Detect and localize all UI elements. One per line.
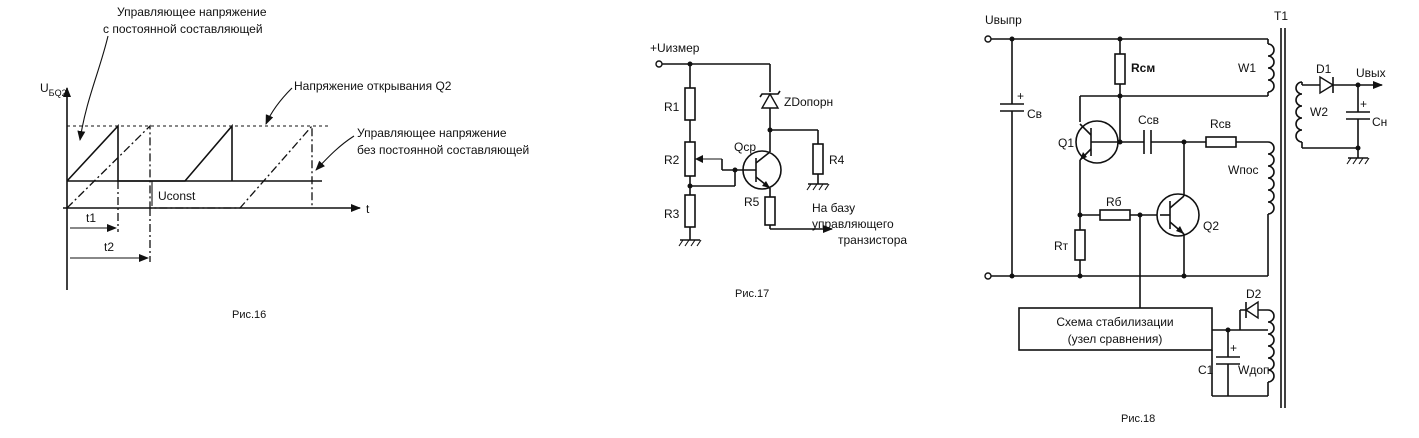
figure-16: UБQ2 t Uconst t1 t2 Управляющее напряжен… xyxy=(40,5,529,321)
label-r1: R1 xyxy=(664,100,680,114)
ground-symbol-r4 xyxy=(806,183,830,191)
resistor-r1 xyxy=(684,87,696,121)
terminal-uizmer xyxy=(655,60,663,68)
caption-fig16: Рис.16 xyxy=(232,309,266,321)
label-rsm: Rсм xyxy=(1131,61,1155,75)
text: + xyxy=(1360,97,1367,111)
transistor-q2 xyxy=(1156,193,1200,237)
label-w1: W1 xyxy=(1238,61,1256,75)
terminal-plus xyxy=(984,35,992,43)
label-c1: C1 xyxy=(1198,363,1214,377)
resistor-r5 xyxy=(764,196,776,226)
figure-17: +Uизмер R1 R2 R3 xyxy=(650,41,907,300)
zener-diode xyxy=(759,90,781,109)
junction xyxy=(1181,273,1187,279)
winding-wpos xyxy=(1267,141,1275,215)
t1-label: t1 xyxy=(86,211,96,225)
resistor-r3 xyxy=(684,194,696,228)
label-rsv: Rсв xyxy=(1210,117,1231,131)
text: + xyxy=(1230,341,1237,355)
resistor-rb xyxy=(1099,209,1131,221)
label-cn: Cн xyxy=(1372,115,1387,129)
label-qcp: Qср xyxy=(734,140,756,154)
label-control-dc-2: с постоянной составляющей xyxy=(103,22,263,36)
pointer-open-q2 xyxy=(265,87,293,125)
label-out-3: транзистора xyxy=(838,233,907,247)
label-stab-2: (узел сравнения) xyxy=(1068,332,1163,346)
junction xyxy=(732,167,738,173)
winding-wdop xyxy=(1267,309,1275,383)
label-d1: D1 xyxy=(1316,62,1332,76)
label-r2: R2 xyxy=(664,153,680,167)
label-zd: ZDопорн xyxy=(784,95,833,109)
stabilization-block xyxy=(1018,307,1213,351)
label-t1: T1 xyxy=(1274,9,1288,23)
t2-label: t2 xyxy=(104,240,114,254)
ground-symbol-out xyxy=(1346,157,1370,165)
label-d2: D2 xyxy=(1246,287,1262,301)
label-control-dc-1: Управляющее напряжение xyxy=(117,5,267,19)
label-q1: Q1 xyxy=(1058,136,1074,150)
resistor-rsm xyxy=(1114,53,1126,85)
junction xyxy=(1077,273,1083,279)
axis-y-label: UБQ2 xyxy=(40,81,67,98)
label-w2: W2 xyxy=(1310,105,1328,119)
axis-x-label: t xyxy=(366,202,370,216)
resistor-r4 xyxy=(812,143,824,175)
winding-w2 xyxy=(1295,81,1303,143)
label-rb: Rб xyxy=(1106,195,1122,209)
ground-symbol xyxy=(678,239,702,247)
label-out-2: управляющего xyxy=(812,217,894,231)
label-uvypr: Uвыпр xyxy=(985,13,1022,27)
transistor-qcp xyxy=(721,150,782,190)
label-r4: R4 xyxy=(829,153,845,167)
terminal-minus xyxy=(984,272,992,280)
label-stab-1: Схема стабилизации xyxy=(1056,315,1173,329)
pointer-control-dc xyxy=(77,35,109,141)
label-out-1: На базу xyxy=(812,201,855,215)
label-open-q2: Напряжение открывания Q2 xyxy=(294,79,452,93)
caption-fig18: Рис.18 xyxy=(1121,413,1155,425)
sawtooth-without-dc xyxy=(66,124,313,209)
uconst-label: Uconst xyxy=(158,189,196,203)
junction xyxy=(1355,145,1361,151)
label-wdop: Wдоп xyxy=(1238,363,1270,377)
label-rt: Rт xyxy=(1054,239,1069,253)
label-csv: Cсв xyxy=(1138,113,1159,127)
junction xyxy=(1009,273,1015,279)
label-q2: Q2 xyxy=(1203,219,1219,233)
label-uizmer: +Uизмер xyxy=(650,41,700,55)
label-control-nodc-1: Управляющее напряжение xyxy=(357,126,507,140)
resistor-rsv xyxy=(1205,136,1237,148)
resistor-r2 xyxy=(684,141,696,177)
label-wpos: Wпос xyxy=(1228,163,1259,177)
label-cv: Cв xyxy=(1027,107,1042,121)
diode-d1 xyxy=(1319,75,1335,95)
label-r3: R3 xyxy=(664,207,680,221)
caption-fig17: Рис.17 xyxy=(735,288,769,300)
text: + xyxy=(1017,89,1024,103)
resistor-rt xyxy=(1074,229,1086,261)
diode-d2 xyxy=(1244,300,1259,320)
figure-18: Uвыпр + Cв Rсм W1 T1 xyxy=(984,9,1387,425)
label-uvyh: Uвых xyxy=(1356,66,1386,80)
pointer-control-nodc xyxy=(315,135,355,171)
r2-wiper-arrow xyxy=(695,155,703,163)
label-control-nodc-2: без постоянной составляющей xyxy=(357,143,529,157)
label-r5: R5 xyxy=(744,195,760,209)
winding-w1 xyxy=(1267,43,1275,93)
